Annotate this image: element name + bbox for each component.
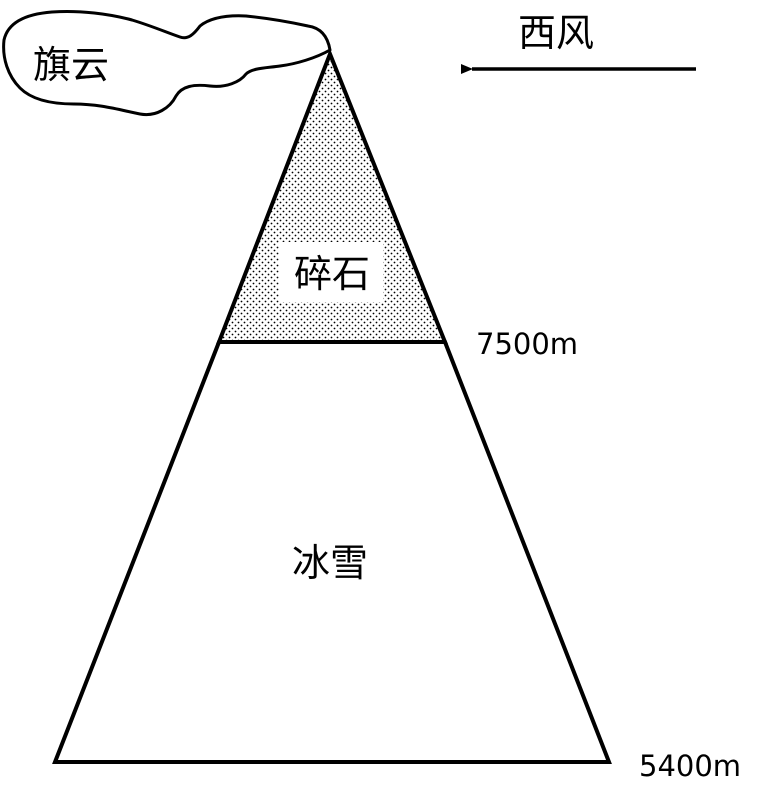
cloud-label: 旗云 — [33, 43, 109, 87]
snow-zone-label: 冰雪 — [292, 541, 368, 585]
rock-label-background — [279, 242, 383, 302]
wind-label: 西风 — [518, 11, 594, 55]
rock-zone-label: 碎石 — [294, 252, 370, 296]
altitude-base-label: 5400m — [639, 749, 741, 783]
banner-cloud — [2, 9, 332, 117]
rock-zone — [216, 48, 448, 344]
altitude-top-label: 7500m — [476, 327, 578, 361]
